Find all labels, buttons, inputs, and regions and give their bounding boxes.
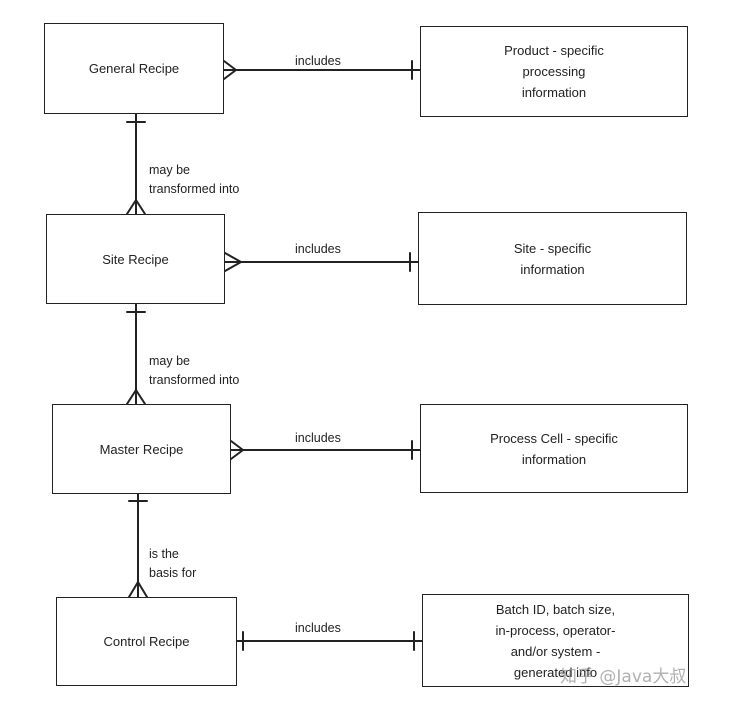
connector-master-control bbox=[128, 493, 148, 598]
label-includes-4: includes bbox=[295, 621, 341, 635]
connector-master-cell bbox=[230, 440, 421, 460]
entity-site-recipe: Site Recipe bbox=[46, 214, 225, 304]
connector-control-batch bbox=[236, 631, 423, 651]
label-transform-1: may be transformed into bbox=[149, 163, 240, 196]
label-includes-1: includes bbox=[295, 54, 341, 68]
label-includes-2: includes bbox=[295, 242, 341, 256]
label-transform-2: may be transformed into bbox=[149, 354, 240, 387]
label-basis: is the basis for bbox=[149, 547, 197, 580]
entity-control-recipe: Control Recipe bbox=[56, 597, 237, 686]
entity-master-recipe: Master Recipe bbox=[52, 404, 231, 494]
entity-batch-info: Batch ID, batch size, in-process, operat… bbox=[422, 594, 689, 687]
entity-general-recipe: General Recipe bbox=[44, 23, 224, 114]
entity-product-info: Product - specific processing informatio… bbox=[420, 26, 688, 117]
entity-site-info: Site - specific information bbox=[418, 212, 687, 305]
entity-process-cell-info: Process Cell - specific information bbox=[420, 404, 688, 493]
label-includes-3: includes bbox=[295, 431, 341, 445]
connector-general-site bbox=[126, 113, 146, 215]
connector-general-product bbox=[223, 60, 421, 80]
watermark: 知乎 @Java大叔 bbox=[560, 667, 687, 687]
connector-site-master bbox=[126, 303, 146, 405]
connector-site-siteinfo bbox=[224, 252, 419, 272]
